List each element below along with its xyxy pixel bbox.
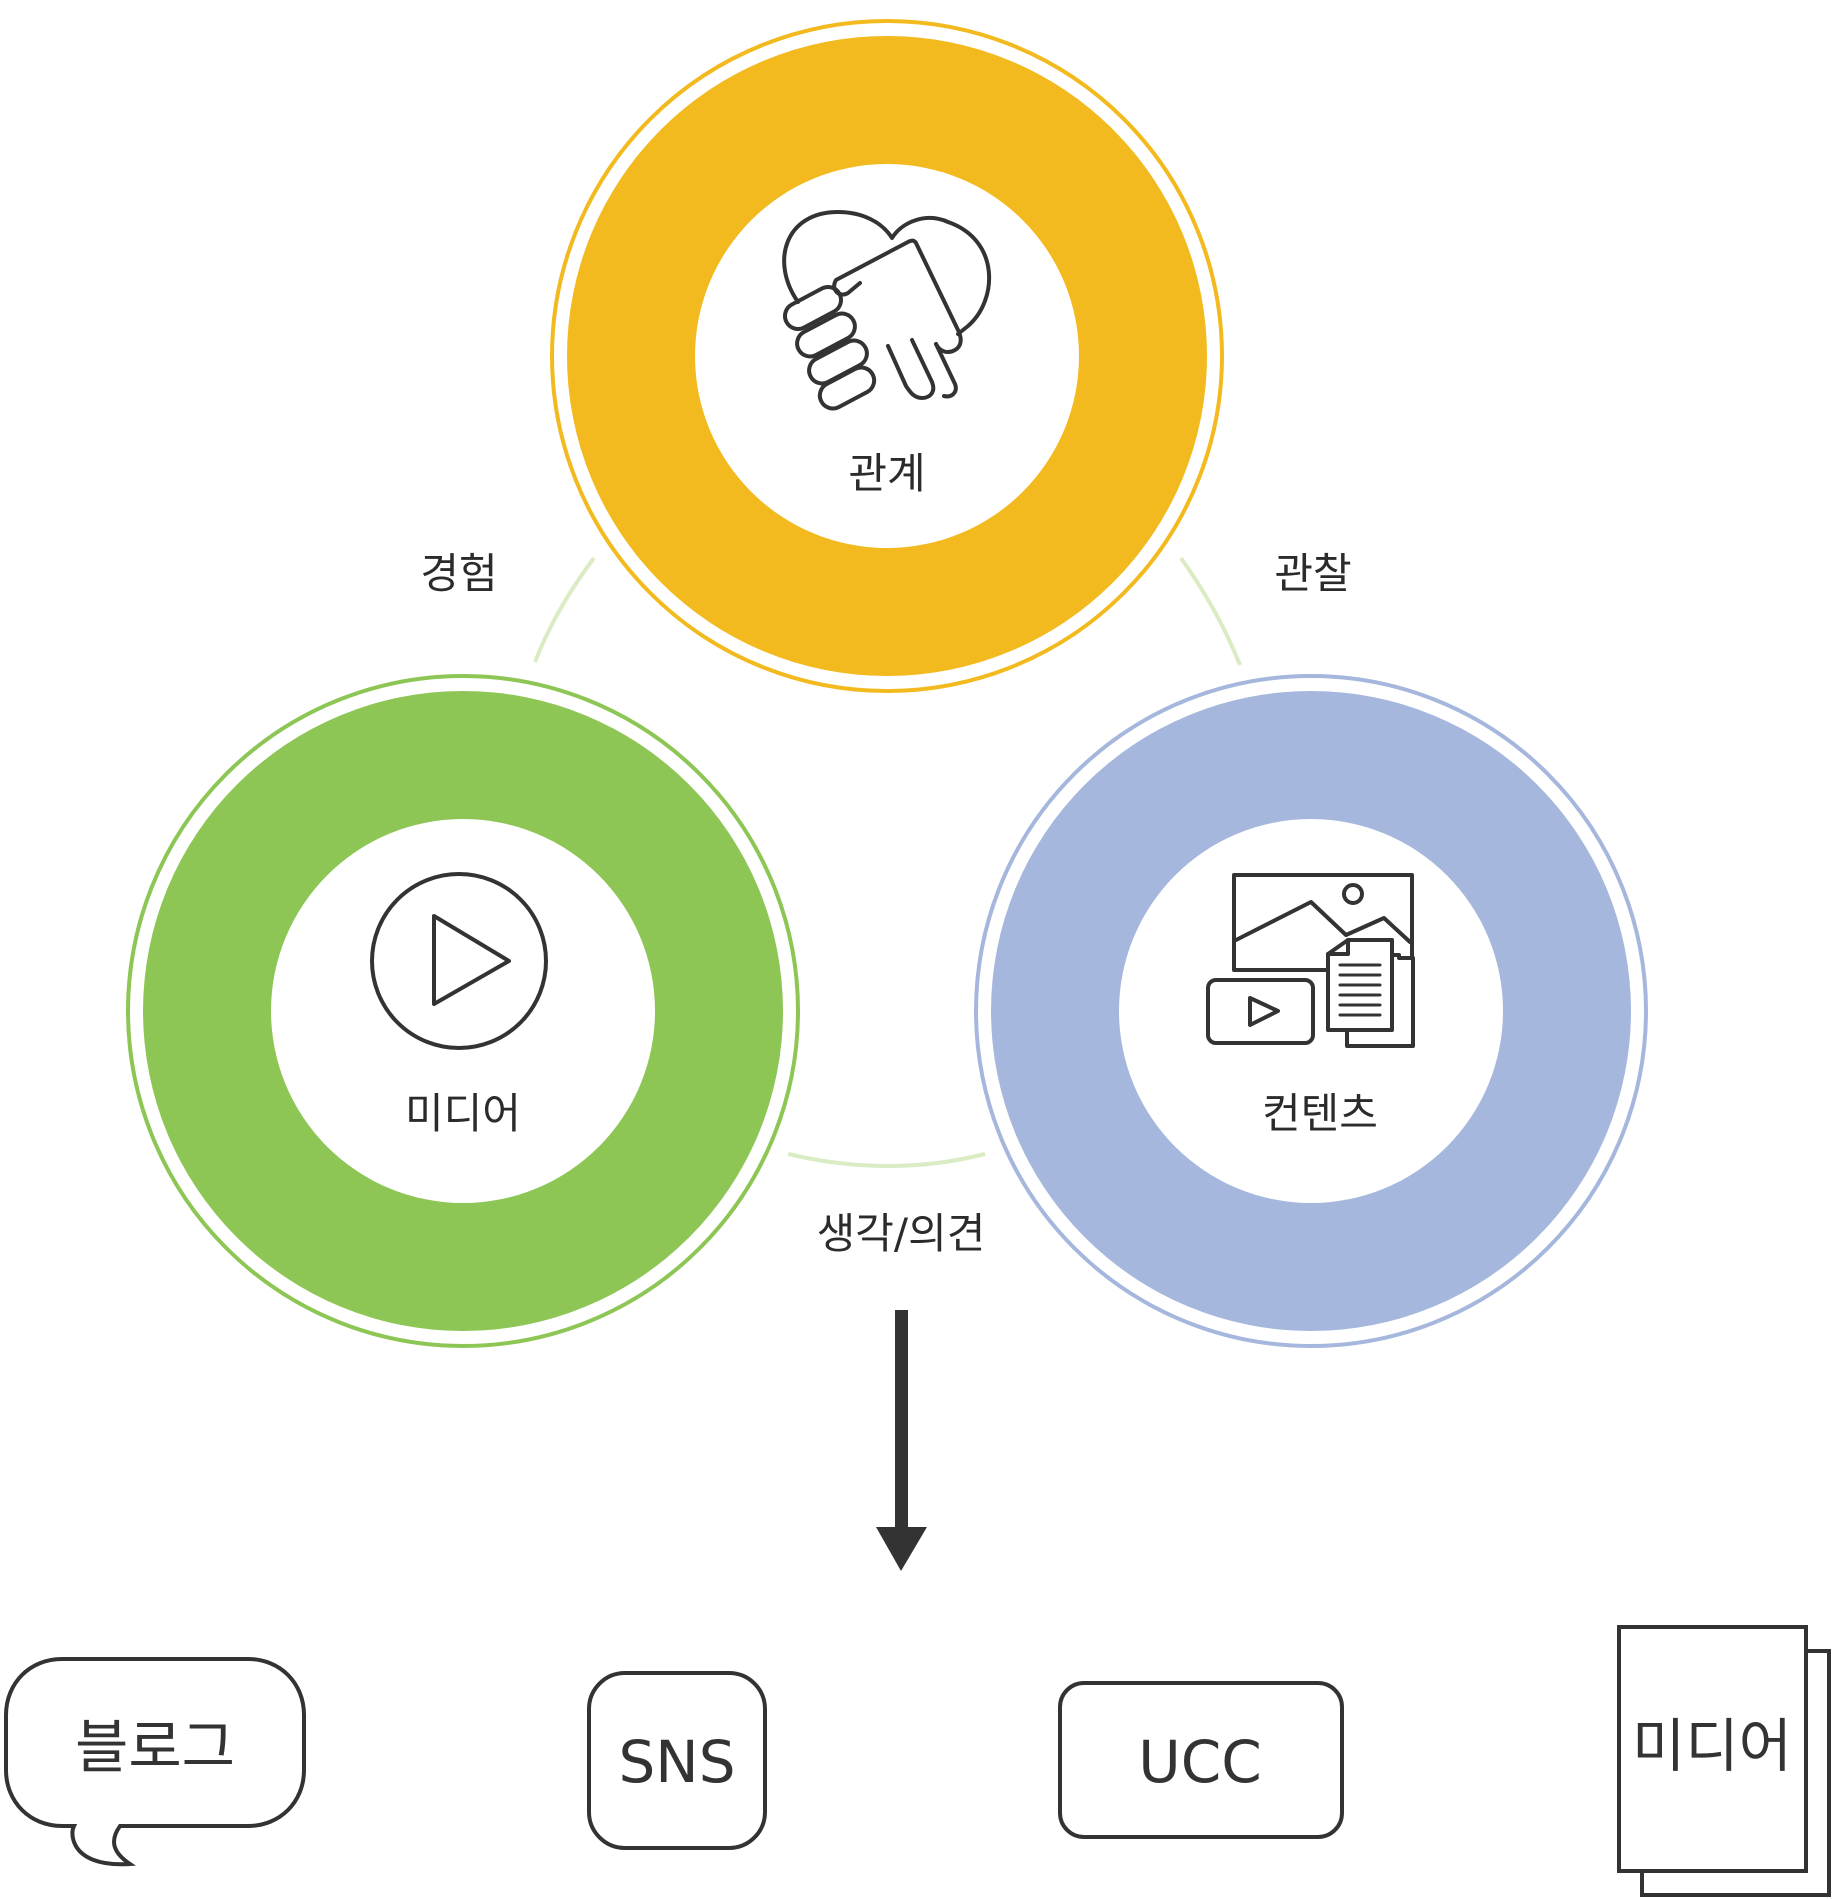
output-label-blog: 블로그 [75, 1713, 235, 1781]
circle-inner [695, 164, 1079, 548]
output-media: 미디어 [1617, 1625, 1831, 1897]
play-circle-icon [370, 872, 548, 1050]
circle-outer-ring [974, 674, 1648, 1348]
circle-relationship: 관계 [550, 19, 1224, 693]
circle-inner [271, 819, 655, 1203]
output-ucc: UCC [1058, 1681, 1344, 1839]
circle-label-media: 미디어 [405, 1089, 521, 1138]
output-sns: SNS [587, 1671, 767, 1850]
output-blog: 블로그 [4, 1657, 306, 1867]
link-arc-top-right [1179, 556, 1242, 666]
speech-bubble-icon [4, 1657, 306, 1867]
circle-outer-ring [550, 19, 1224, 693]
front-page-shape [1617, 1625, 1808, 1873]
link-arc-bottom [787, 1152, 986, 1168]
link-arc-top-left [533, 556, 596, 663]
handshake-heart-icon [782, 210, 992, 411]
arrow-down-icon [876, 1310, 927, 1571]
rounded-square-shape [587, 1671, 767, 1850]
media-content-icon [1206, 873, 1415, 1048]
circle-content: 컨텐츠 [974, 674, 1648, 1348]
circle-media: 미디어 [126, 674, 800, 1348]
circle-label-content: 컨텐츠 [1262, 1089, 1378, 1138]
output-label-sns: SNS [618, 1728, 735, 1796]
rounded-rectangle-shape [1058, 1681, 1344, 1839]
link-label-observation: 관찰 [1274, 549, 1351, 598]
output-label-ucc: UCC [1138, 1728, 1261, 1796]
link-label-experience: 경험 [420, 549, 497, 598]
output-label-media: 미디어 [1632, 1712, 1792, 1780]
circle-label-relationship: 관계 [848, 449, 925, 498]
link-label-thought-opinion: 생각/의견 [817, 1209, 986, 1258]
circle-outer-ring [126, 674, 800, 1348]
